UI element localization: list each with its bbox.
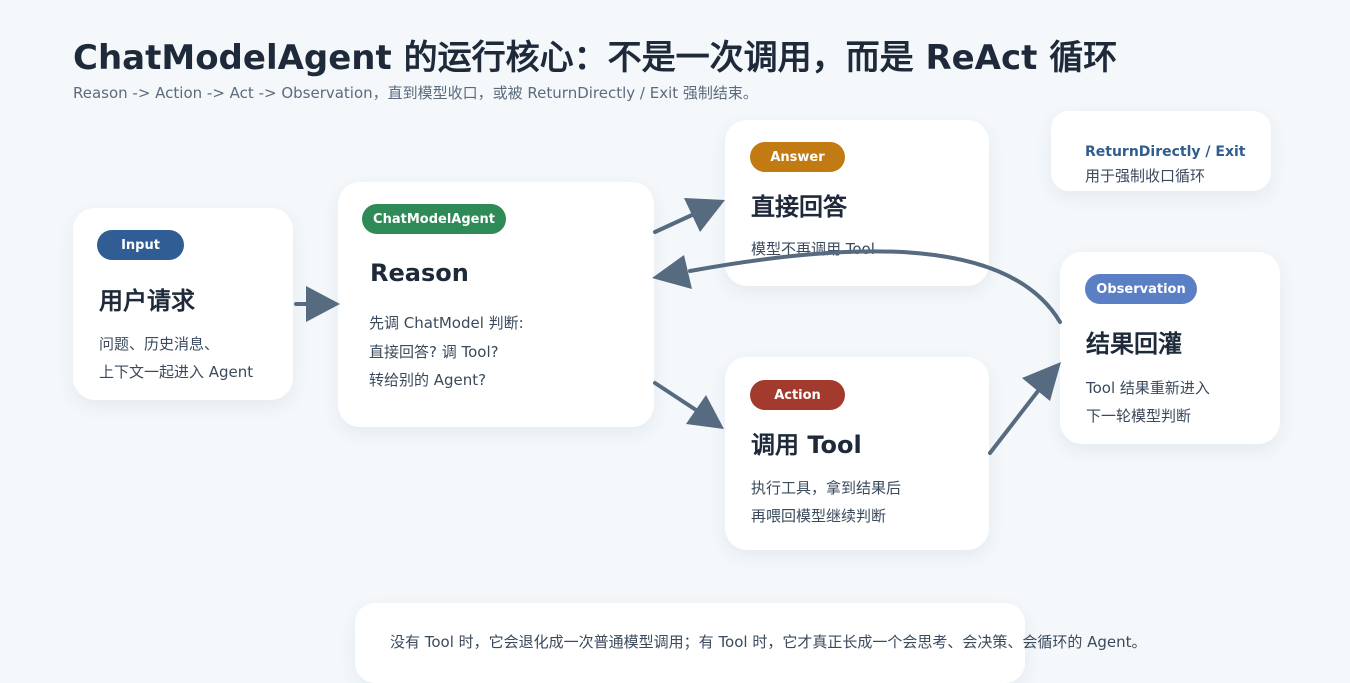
reason-description-line-1: 先调 ChatModel 判断: [369,314,524,332]
arrowhead-reason-to-action [686,395,724,429]
arrow-action-to-observation [988,389,1040,455]
answer-node: Answer 直接回答 模型不再调用 Tool [725,120,989,286]
arrowhead-action-to-observation [1022,362,1061,401]
footer-summary-text: 没有 Tool 时，它会退化成一次普通模型调用；有 Tool 时，它才真正长成一… [390,633,1147,651]
observation-description-line-1: Tool 结果重新进入 [1086,379,1210,397]
page-title: ChatModelAgent 的运行核心：不是一次调用，而是 ReAct 循环 [73,38,1118,78]
return-directly-description: 用于强制收口循环 [1085,167,1206,185]
action-node: Action 调用 Tool 执行工具，拿到结果后 再喂回模型继续判断 [725,357,989,550]
reason-description-line-3: 转给别的 Agent? [369,371,487,389]
reason-heading: Reason [370,259,469,287]
input-badge: Input [97,230,184,260]
action-badge: Action [750,380,845,410]
observation-badge: Observation [1085,274,1197,304]
reason-badge: ChatModelAgent [362,204,506,234]
input-node: Input 用户请求 问题、历史消息、 上下文一起进入 Agent [73,208,293,400]
action-description-line-2: 再喂回模型继续判断 [751,507,887,525]
answer-badge: Answer [750,142,845,172]
reason-description-line-2: 直接回答? 调 Tool? [369,343,499,361]
arrowhead-observation-loop-to-reason [652,255,692,289]
input-heading: 用户请求 [99,287,195,315]
input-description-line-2: 上下文一起进入 Agent [99,363,254,381]
observation-description-line-2: 下一轮模型判断 [1086,407,1192,425]
reason-node: ChatModelAgent Reason 先调 ChatModel 判断: 直… [338,182,654,427]
arrow-reason-to-answer [653,213,694,234]
observation-heading: 结果回灌 [1086,330,1182,358]
page-subtitle: Reason -> Action -> Act -> Observation，直… [73,84,758,102]
return-directly-note: ReturnDirectly / Exit 用于强制收口循环 [1051,111,1271,191]
arrowhead-reason-to-answer [684,198,725,232]
footer-summary-card: 没有 Tool 时，它会退化成一次普通模型调用；有 Tool 时，它才真正长成一… [355,603,1147,683]
action-description-line-1: 执行工具，拿到结果后 [751,479,902,497]
input-description-line-1: 问题、历史消息、 [99,335,220,353]
action-heading: 调用 Tool [751,431,862,459]
observation-node: Observation 结果回灌 Tool 结果重新进入 下一轮模型判断 [1060,252,1280,444]
return-directly-title: ReturnDirectly / Exit [1085,144,1246,160]
answer-description-line-1: 模型不再调用 Tool [751,240,875,258]
arrowhead-input-to-reason [306,286,340,322]
answer-heading: 直接回答 [751,193,847,221]
arrow-reason-to-action [653,381,698,412]
